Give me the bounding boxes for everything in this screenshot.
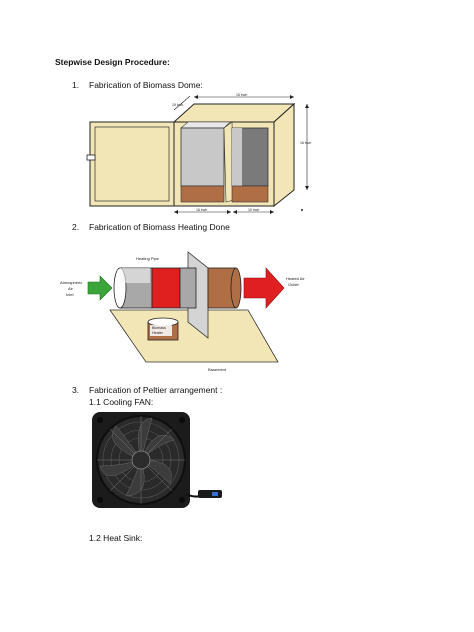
pipe-white-band: [120, 268, 150, 283]
pipe-grey-rear: [179, 267, 197, 309]
inlet-label-2: Air: [68, 286, 74, 291]
step-3: 3. Fabrication of Peltier arrangement :: [72, 385, 222, 395]
chamber-right-light: [232, 128, 242, 186]
dim-small-label: 15 inch: [172, 103, 183, 107]
pipe-red-segment: [151, 267, 181, 309]
fan-controller: [198, 490, 222, 498]
biomass-heater-label-box: [150, 325, 172, 336]
fan-blades: [99, 417, 175, 497]
dome-right-face: [273, 102, 295, 208]
step-2-label: Fabrication of Biomass Heating Done: [89, 222, 230, 232]
step-1-number: 1.: [72, 80, 80, 90]
dim-top-label: 15 inch: [236, 93, 247, 97]
step-1-label: Fabrication of Biomass Dome:: [89, 80, 203, 90]
inlet-arrow: [87, 275, 113, 301]
biomass-heater-top: [147, 317, 179, 327]
small-dot: [301, 209, 303, 211]
chamber-left-back: [180, 121, 231, 129]
basement-label: Basement: [208, 367, 227, 372]
pipe-label: Heating Pipe: [136, 256, 160, 261]
chamber-left: [180, 127, 225, 187]
dome-top-face: [172, 103, 296, 123]
outlet-label-2: Outlet: [288, 282, 300, 287]
biomass-dome-diagram: 15 inch 15 inch 16 inch 16 inch 10 inch: [86, 93, 311, 214]
cooling-fan-image: [92, 412, 222, 508]
section-heading: Stepwise Design Procedure:: [55, 57, 170, 67]
dim-bottom-left-label: 16 inch: [196, 208, 207, 212]
dim-right-label: 16 inch: [300, 141, 311, 145]
substep-cooling-fan: 1.1 Cooling FAN:: [89, 397, 154, 407]
step-2: 2. Fabrication of Biomass Heating Done: [72, 222, 230, 232]
door-handle: [86, 154, 96, 161]
dim-bottom-right-label: 10 inch: [248, 208, 259, 212]
outlet-label-1: Heated Air: [286, 276, 305, 281]
fan-hub: [131, 450, 151, 470]
chamber-right-floor: [231, 185, 269, 203]
pipe-outlet-end: [230, 267, 242, 309]
step-3-number: 3.: [72, 385, 80, 395]
outlet-arrow: [243, 267, 285, 309]
substep-heat-sink: 1.2 Heat Sink:: [89, 533, 143, 543]
inlet-label-3: Inlet: [66, 292, 74, 297]
heater-label-1: Biomass: [152, 326, 166, 330]
chamber-left-floor: [180, 185, 225, 203]
dome-door: [89, 121, 175, 207]
heater-label-2: Heater: [152, 331, 164, 335]
step-3-label: Fabrication of Peltier arrangement :: [89, 385, 223, 395]
inlet-label-1: Atmospheric: [60, 280, 82, 285]
biomass-heating-diagram: Basement Heating Pipe Atmospheric Air In…: [60, 251, 305, 372]
step-1: 1. Fabrication of Biomass Dome:: [72, 80, 203, 90]
step-2-number: 2.: [72, 222, 80, 232]
dome-door-inner: [94, 126, 170, 202]
